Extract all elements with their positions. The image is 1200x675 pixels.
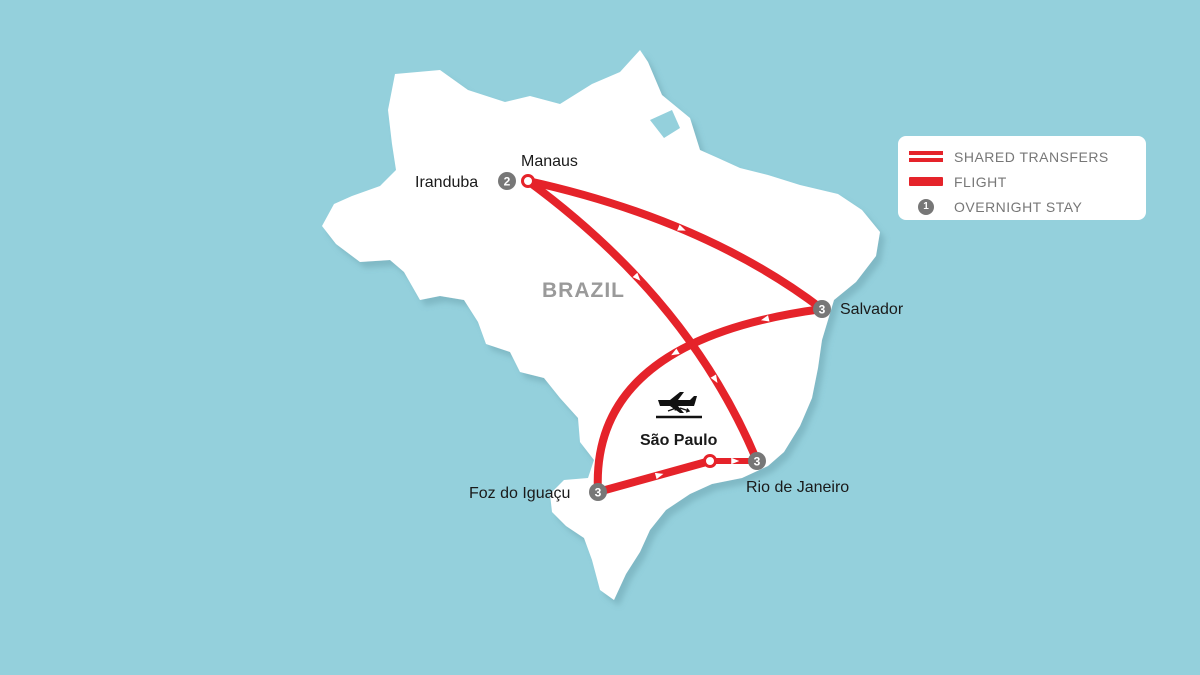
manaus-label[interactable]: Manaus [521,153,578,170]
foz-nights: 3 [595,486,602,500]
route-manaus-rio [524,177,761,465]
foz-label[interactable]: Foz do Iguaçu [469,485,570,502]
shared-transfer-line-icon [909,151,943,162]
route-foz-saopaulo [594,457,714,496]
rio-stay-badge[interactable]: 3 [748,452,766,470]
foz-stay-badge[interactable]: 3 [589,483,607,501]
rio-label[interactable]: Rio de Janeiro [746,479,849,496]
flight-line-icon [909,177,943,186]
legend-item-shared-transfers: SHARED TRANSFERS [908,144,1136,169]
route-salvador-foz-arrow-2 [671,348,680,356]
salvador-nights: 3 [819,303,826,317]
route-manaus-salvador [524,177,826,313]
airplane-landing-icon [656,392,702,419]
salvador-stay-badge[interactable]: 3 [813,300,831,318]
marajo-island [650,110,680,138]
salvador-label[interactable]: Salvador [840,301,904,318]
legend-item-flight: FLIGHT [908,169,1136,194]
route-manaus-rio-arrow-1 [632,272,641,281]
route-manaus-salvador-arrow-1 [677,224,686,231]
rio-nights: 3 [754,455,761,469]
country-label: BRAZIL [542,279,625,302]
map-legend: SHARED TRANSFERS FLIGHT 1 OVERNIGHT STAY [898,136,1146,220]
route-manaus-rio-arrow-2 [710,374,718,383]
iranduba-stay-badge[interactable]: 2 [498,172,516,190]
route-foz-saopaulo-arrow-1 [654,472,664,480]
sao-paulo-marker[interactable] [703,454,717,468]
legend-label-overnight-stay: OVERNIGHT STAY [954,198,1083,215]
flight-routes [524,177,826,496]
legend-item-overnight-stay: 1 OVERNIGHT STAY [908,194,1136,219]
sao-paulo-label[interactable]: São Paulo [640,432,718,449]
route-salvador-foz-arrow-1 [760,315,770,322]
iranduba-nights: 2 [504,175,511,189]
legend-label-shared-transfers: SHARED TRANSFERS [954,148,1109,165]
manaus-marker[interactable] [521,174,535,188]
overnight-badge-icon: 1 [918,198,934,215]
legend-label-flight: FLIGHT [954,173,1007,190]
iranduba-label[interactable]: Iranduba [415,174,478,191]
brazil-land [322,50,880,600]
route-saopaulo-rio-shared-arrow-1 [731,457,740,465]
